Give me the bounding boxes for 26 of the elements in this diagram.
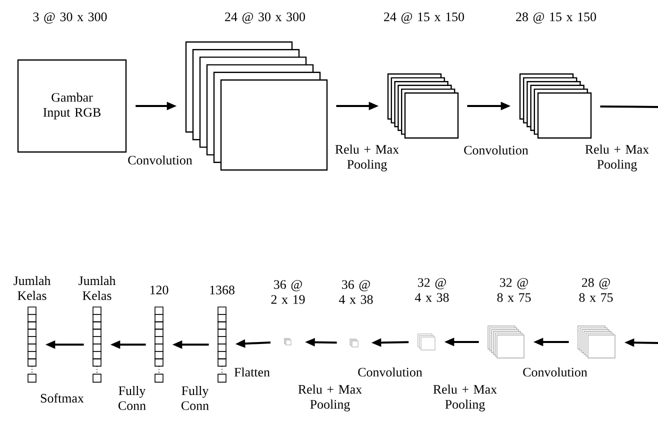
size-label: Jumlah Kelas (14, 276, 51, 300)
edge-label: Fully Conn (118, 386, 146, 410)
size-label: 1368 (210, 286, 234, 294)
edge-label: Relu + Max Pooling (298, 384, 362, 412)
edge-label: Relu + Max Pooling (335, 144, 399, 172)
edge-label: Fully Conn (182, 386, 209, 410)
size-label: 28 @ 15 x 150 (516, 12, 596, 24)
input-box: Gambar Input RGB (17, 59, 127, 153)
size-label: 32 @ 8 x 75 (497, 278, 531, 302)
edge-label: Flatten (234, 367, 270, 377)
edge-label: Convolution (358, 367, 422, 377)
edge-label: Relu + Max Pooling (433, 384, 497, 412)
edge-label: Relu + Max Pooling (585, 144, 649, 172)
size-label: 120 (150, 286, 168, 294)
size-label: 32 @ 4 x 38 (414, 278, 449, 302)
edge-label: Convolution (128, 155, 192, 165)
edge-label: Convolution (464, 145, 528, 155)
size-label: 28 @ 8 x 75 (579, 278, 613, 302)
size-label: Jumlah Kelas (78, 276, 116, 300)
size-label: 24 @ 30 x 300 (225, 12, 305, 24)
size-label: 36 @ 4 x 38 (338, 280, 373, 304)
edge-label: Convolution (523, 367, 588, 377)
edge-label: Softmax (40, 393, 84, 403)
size-label: 36 @ 2 x 19 (271, 280, 305, 304)
size-label: 3 @ 30 x 300 (33, 12, 107, 24)
size-label: 24 @ 15 x 150 (384, 12, 464, 24)
